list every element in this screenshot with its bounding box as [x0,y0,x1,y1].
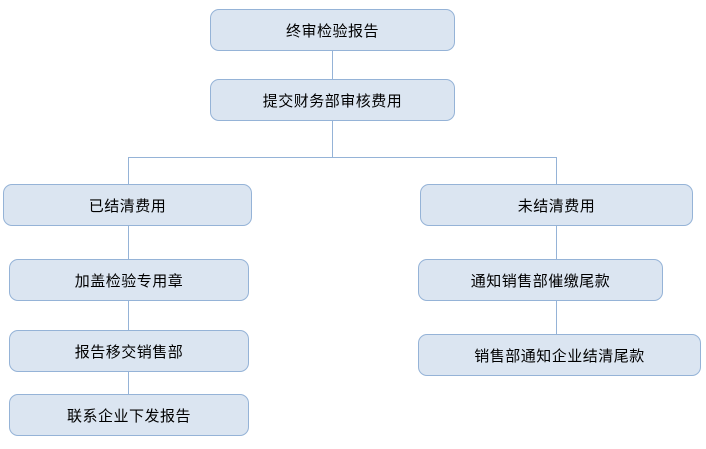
flow-node-label: 销售部通知企业结清尾款 [474,347,645,365]
edge-n3-n5 [128,225,129,260]
flow-node-fee-settled[interactable]: 已结清费用 [3,184,252,226]
flow-node-contact-company-issue-report[interactable]: 联系企业下发报告 [9,394,249,436]
flow-node-label: 终审检验报告 [285,22,379,40]
edge-branch-horizontal [128,157,557,158]
edge-n4-n6 [556,225,557,260]
flow-node-fee-unsettled[interactable]: 未结清费用 [420,184,693,226]
edge-branch-left-drop [128,157,129,185]
flow-node-affix-inspection-seal[interactable]: 加盖检验专用章 [9,259,249,301]
flow-node-notify-sales-collect-balance[interactable]: 通知销售部催缴尾款 [418,259,663,301]
flow-node-final-inspection-report[interactable]: 终审检验报告 [210,9,455,51]
flow-node-sales-notify-company-settle[interactable]: 销售部通知企业结清尾款 [418,334,701,376]
flow-node-label: 未结清费用 [517,197,596,215]
edge-n5-n7 [128,300,129,331]
edge-n1-n2 [332,50,333,80]
flow-node-submit-finance-review-fee[interactable]: 提交财务部审核费用 [210,79,455,121]
edge-n6-n8 [556,300,557,335]
edge-branch-right-drop [556,157,557,185]
flow-node-label: 报告移交销售部 [74,343,184,361]
edge-n2-branch [332,120,333,158]
flow-node-transfer-report-to-sales[interactable]: 报告移交销售部 [9,330,249,372]
flow-node-label: 已结清费用 [88,197,167,215]
flow-node-label: 提交财务部审核费用 [262,92,403,110]
flow-node-label: 通知销售部催缴尾款 [470,272,611,290]
edge-n7-n9 [128,371,129,395]
flow-node-label: 加盖检验专用章 [74,272,184,290]
flow-node-label: 联系企业下发报告 [66,407,191,425]
